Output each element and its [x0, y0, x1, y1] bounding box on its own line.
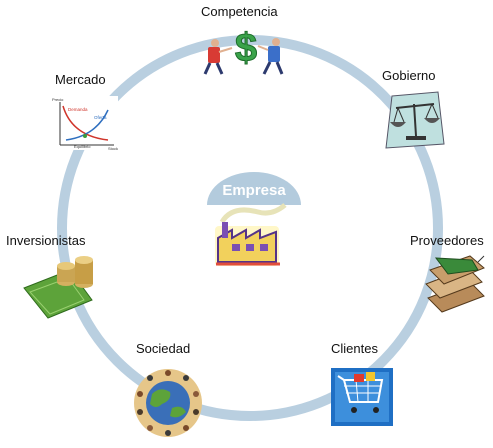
- node-label-mercado: Mercado: [55, 72, 106, 87]
- center-cap: Empresa: [207, 172, 301, 205]
- mercado-supply-label: Oferta: [94, 115, 107, 120]
- shopping-cart-icon: [331, 368, 393, 426]
- node-label-gobierno: Gobierno: [382, 68, 436, 83]
- mercado-ylabel: Precio: [52, 97, 64, 102]
- factory-icon: [215, 203, 287, 266]
- node-label-clientes: Clientes: [331, 341, 378, 356]
- relationship-ring: [57, 35, 443, 421]
- stacked-boxes-icon: [425, 255, 485, 313]
- node-label-inversionistas: Inversionistas: [6, 233, 86, 248]
- coins-money-icon: [23, 256, 93, 319]
- node-label-sociedad: Sociedad: [136, 341, 191, 356]
- svg-text:$: $: [235, 26, 257, 70]
- supply-demand-chart-icon: Precio Stock Demanda Oferta Equilibrio: [50, 96, 118, 151]
- center-label: Empresa: [222, 182, 286, 199]
- business-tug-of-war-dollar-icon: $: [203, 26, 284, 75]
- globe-people-icon: [134, 369, 202, 437]
- node-label-competencia: Competencia: [201, 4, 278, 19]
- mercado-demand-label: Demanda: [68, 107, 88, 112]
- balance-scale-icon: [385, 91, 445, 149]
- node-label-proveedores: Proveedores: [410, 233, 484, 248]
- mercado-xlabel: Stock: [108, 146, 118, 151]
- mercado-equilibrium-label: Equilibrio: [74, 144, 91, 149]
